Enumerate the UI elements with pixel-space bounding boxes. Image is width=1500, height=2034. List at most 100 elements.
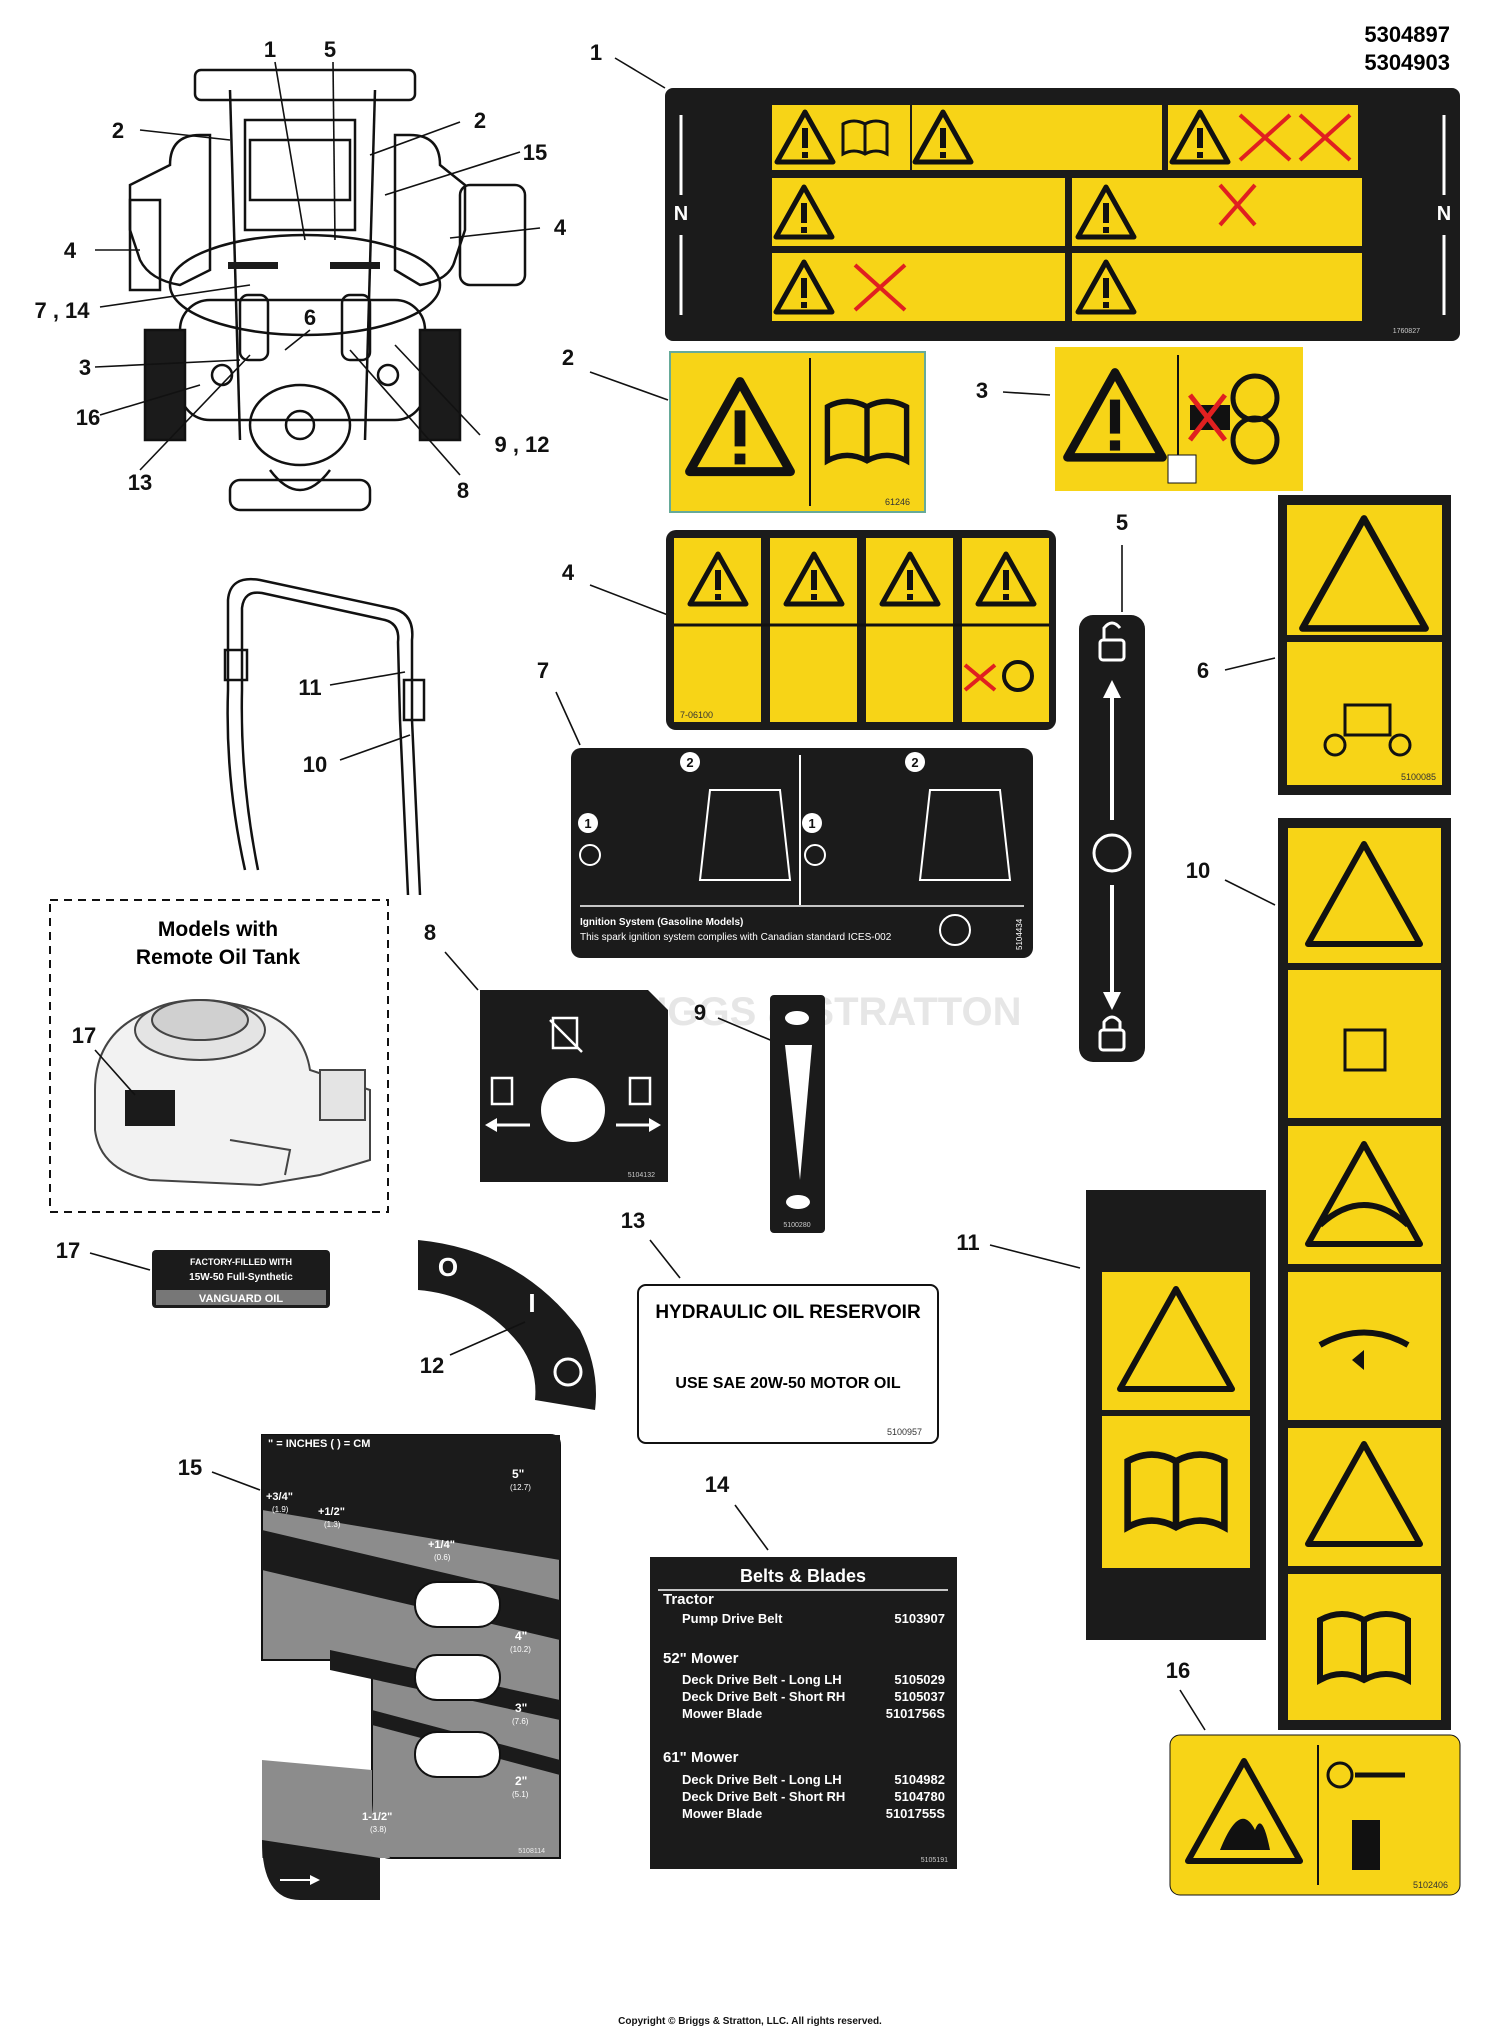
callout-mower-4-left: 4: [64, 238, 77, 263]
callout-12: 12: [420, 1353, 444, 1378]
decal-7-code: 5104434: [1015, 918, 1024, 950]
decal-7-caption-title: Ignition System (Gasoline Models): [580, 917, 743, 928]
decal-14-row-2-2-name: Deck Drive Belt - Short RH: [682, 1689, 845, 1704]
copyright: Copyright © Briggs & Stratton, LLC. All …: [618, 2016, 882, 2027]
decal-1-letter-left: N: [674, 203, 688, 225]
callout-mower-1: 1: [264, 37, 276, 62]
callout-8: 8: [424, 920, 436, 945]
decal-14-row-2-2-part: 5105037: [894, 1689, 945, 1704]
decal-1-code: 1760827: [1393, 328, 1420, 335]
decal-15-mark-3-metric: (0.6): [434, 1553, 451, 1562]
decal-15-mark-8-metric: (3.8): [370, 1825, 387, 1834]
decal-9: 5100280: [770, 995, 825, 1233]
callout-mower-13: 13: [128, 470, 152, 495]
decal-12-off: O: [438, 1252, 458, 1282]
callout-mower-2-right: 2: [474, 108, 486, 133]
callout-mower-15: 15: [523, 140, 547, 165]
decal-15-mark-6: 3": [515, 1701, 527, 1715]
callout-1: 1: [590, 40, 602, 65]
decal-15: " = INCHES ( ) = CM +3/4" (1.9) +1/2" (1…: [261, 1434, 561, 1900]
decal-15-mark-6-metric: (7.6): [512, 1717, 529, 1726]
decal-2-code: 61246: [885, 497, 910, 507]
decal-15-mark-3: +1/4": [428, 1539, 455, 1551]
decal-15-mark-7-metric: (5.1): [512, 1790, 529, 1799]
decal-15-mark-4: 5": [512, 1467, 524, 1481]
decal-7-step1-right: 1: [808, 816, 815, 831]
callout-mower-8: 8: [457, 478, 469, 503]
rops-handle: [223, 577, 426, 896]
decal-7-step2-right: 2: [911, 755, 918, 770]
mower-top-view: [128, 68, 527, 512]
callout-13: 13: [621, 1208, 645, 1233]
decal-7: 2 1 2 1 Ignition System (Gasoline Models…: [571, 748, 1033, 958]
decal-14-row-2-3-name: Mower Blade: [682, 1706, 762, 1721]
callout-4: 4: [562, 560, 575, 585]
callout-mower-16: 16: [76, 405, 100, 430]
decal-14-code: 5105191: [921, 1857, 948, 1864]
decal-11: [1086, 1190, 1266, 1640]
decal-7-step1-left: 1: [584, 816, 591, 831]
decal-17-line2: 15W-50 Full-Synthetic: [189, 1272, 293, 1283]
callout-15: 15: [178, 1455, 202, 1480]
decal-15-mark-2-metric: (1.3): [324, 1520, 341, 1529]
decal-12-on: I: [528, 1288, 535, 1318]
decal-6: 5100085: [1278, 495, 1451, 795]
decal-15-mark-1-metric: (1.9): [272, 1505, 289, 1514]
decal-14-row-1-1-part: 5103907: [894, 1611, 945, 1626]
callout-handle-10: 10: [303, 752, 327, 777]
decal-16-code: 5102406: [1413, 1880, 1448, 1890]
decal-13-title: HYDRAULIC OIL RESERVOIR: [655, 1302, 921, 1323]
decal-5: [1079, 615, 1145, 1062]
callout-6: 6: [1197, 658, 1209, 683]
decal-14-row-3-1-name: Deck Drive Belt - Long LH: [682, 1772, 842, 1787]
decal-14-row-2-1-part: 5105029: [894, 1672, 945, 1687]
decal-14-section-1: Tractor: [663, 1591, 714, 1608]
decal-15-mark-4-metric: (12.7): [510, 1483, 531, 1492]
callout-16: 16: [1166, 1658, 1190, 1683]
decal-17-line3: VANGUARD OIL: [199, 1293, 283, 1305]
callout-mower-5: 5: [324, 37, 336, 62]
decal-9-code: 5100280: [783, 1222, 810, 1229]
callout-oil-tank-17: 17: [72, 1023, 96, 1048]
decal-14-row-2-3-part: 5101756S: [886, 1706, 946, 1721]
callout-3: 3: [976, 378, 988, 403]
decal-15-mark-5-metric: (10.2): [510, 1645, 531, 1654]
callout-9: 9: [694, 1000, 706, 1025]
callout-11: 11: [956, 1230, 979, 1255]
callout-2: 2: [562, 345, 574, 370]
decal-2: 61246: [669, 351, 926, 513]
part-number-2: 5304903: [1364, 50, 1450, 75]
decal-1-letter-right: N: [1437, 203, 1451, 225]
callout-mower-2-left: 2: [112, 118, 124, 143]
decal-17-line1: FACTORY-FILLED WITH: [190, 1257, 292, 1267]
decal-4: 7-06100: [666, 530, 1056, 730]
callout-5: 5: [1116, 510, 1128, 535]
part-number-1: 5304897: [1364, 22, 1450, 47]
callout-mower-9-12: 9 , 12: [494, 432, 549, 457]
decal-14: Belts & Blades Tractor Pump Drive Belt 5…: [650, 1557, 957, 1869]
decal-15-mark-8: 1-1/2": [362, 1811, 392, 1823]
decal-12: O I: [418, 1240, 596, 1410]
decal-6-code: 5100085: [1401, 772, 1436, 782]
decal-14-title: Belts & Blades: [740, 1566, 866, 1586]
decal-8: 5104132: [480, 990, 668, 1182]
decal-14-row-3-3-part: 5101755S: [886, 1806, 946, 1821]
decal-7-caption-text: This spark ignition system complies with…: [580, 932, 892, 943]
decal-14-row-1-1-name: Pump Drive Belt: [682, 1611, 783, 1626]
callout-14: 14: [705, 1472, 730, 1497]
decal-14-row-2-1-name: Deck Drive Belt - Long LH: [682, 1672, 842, 1687]
decal-13: HYDRAULIC OIL RESERVOIR USE SAE 20W-50 M…: [637, 1284, 939, 1444]
callout-7: 7: [537, 658, 549, 683]
decal-15-mark-5: 4": [515, 1629, 527, 1643]
decal-14-row-3-2-part: 5104780: [894, 1789, 945, 1804]
decal-7-step2-left: 2: [686, 755, 693, 770]
callout-handle-11: 11: [298, 675, 321, 700]
decal-8-code: 5104132: [628, 1172, 655, 1179]
decal-14-row-3-2-name: Deck Drive Belt - Short RH: [682, 1789, 845, 1804]
decal-13-text: USE SAE 20W-50 MOTOR OIL: [675, 1375, 900, 1392]
decal-13-code: 5100957: [887, 1427, 922, 1437]
decal-16: 5102406: [1169, 1734, 1461, 1896]
decal-17-oil: FACTORY-FILLED WITH 15W-50 Full-Syntheti…: [152, 1250, 330, 1308]
remote-oil-tank-box: Models with Remote Oil Tank 17: [49, 899, 389, 1213]
